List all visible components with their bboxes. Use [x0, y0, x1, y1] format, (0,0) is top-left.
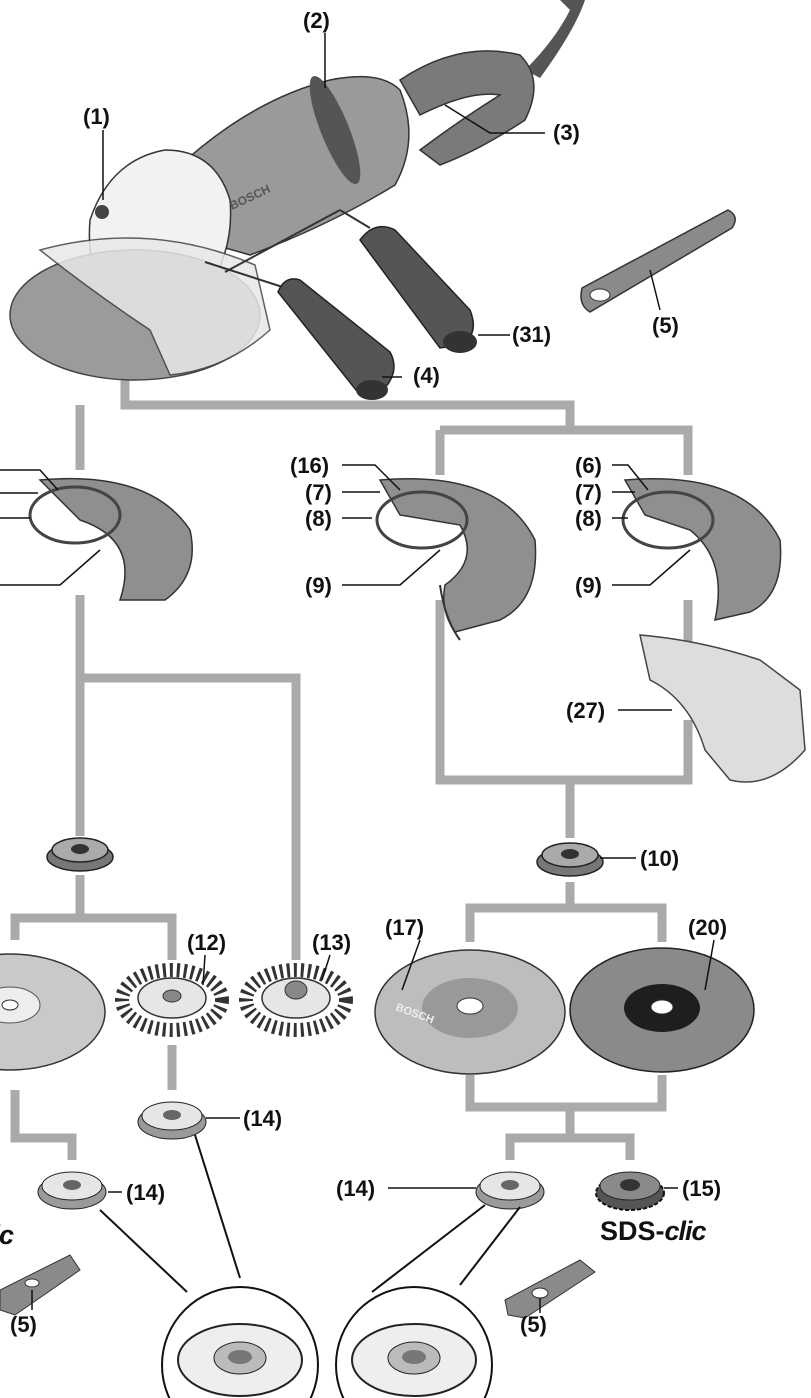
sds-clic-label-cropped: clic [0, 1222, 13, 1249]
wire-brush-13 [246, 970, 346, 1030]
sds-clic-suffix-cropped: clic [0, 1220, 13, 1250]
grinding-disc-left [0, 954, 105, 1070]
mounting-flange-10 [537, 843, 603, 876]
pin-spanner-top [581, 210, 735, 312]
connector-disc-fork [470, 1075, 662, 1160]
label-14b: (14) [243, 1108, 282, 1130]
label-8b: (8) [575, 508, 602, 530]
clamping-nut-14-a [38, 1172, 106, 1209]
label-17: (17) [385, 917, 424, 939]
label-9b: (9) [575, 575, 602, 597]
cable [525, 0, 585, 78]
label-6: (6) [575, 455, 602, 477]
connector-10-fork [470, 882, 662, 942]
clamping-nut-14-c [476, 1172, 544, 1209]
cutting-disc-17: BOSCH [375, 950, 565, 1074]
cutting-guide-27 [640, 635, 805, 782]
label-9a: (9) [305, 575, 332, 597]
label-3: (3) [553, 122, 580, 144]
label-10: (10) [640, 848, 679, 870]
protective-guard-6 [623, 479, 781, 620]
label-12: (12) [187, 932, 226, 954]
label-5-top: (5) [652, 315, 679, 337]
label-15: (15) [682, 1178, 721, 1200]
quick-clamping-nut-15 [596, 1172, 664, 1210]
protective-guard-left [30, 479, 192, 600]
label-7a: (7) [305, 482, 332, 504]
zoom-detail-left [100, 1135, 318, 1398]
sds-clic-label: SDS-clic [600, 1218, 706, 1245]
connector-left-14 [15, 1090, 72, 1160]
grinder-rear-handle [400, 51, 534, 165]
label-7b: (7) [575, 482, 602, 504]
label-2: (2) [303, 10, 330, 32]
label-13: (13) [312, 932, 351, 954]
label-14c: (14) [336, 1178, 375, 1200]
clamping-nut-14-b [138, 1102, 206, 1139]
label-27: (27) [566, 700, 605, 722]
label-31: (31) [512, 324, 551, 346]
label-16: (16) [290, 455, 329, 477]
spindle-lock-button [95, 205, 109, 219]
label-5b: (5) [520, 1314, 547, 1336]
label-14a: (14) [126, 1182, 165, 1204]
protective-guard-16 [377, 479, 536, 640]
label-8a: (8) [305, 508, 332, 530]
label-1: (1) [83, 106, 110, 128]
pin-spanner-bottom-left [0, 1255, 80, 1315]
angle-grinder: BOSCH [10, 0, 585, 380]
pin-spanner-bottom-right [505, 1260, 595, 1318]
connector-left-fork [15, 875, 172, 960]
wire-brush-12 [122, 970, 222, 1030]
diamond-disc-20 [570, 948, 754, 1072]
mounting-flange-left [47, 838, 113, 871]
zoom-detail-right [336, 1205, 520, 1398]
sds-clic-prefix: SDS- [600, 1216, 665, 1246]
sds-clic-suffix: clic [665, 1216, 706, 1246]
label-5a: (5) [10, 1314, 37, 1336]
label-20: (20) [688, 917, 727, 939]
label-4: (4) [413, 365, 440, 387]
